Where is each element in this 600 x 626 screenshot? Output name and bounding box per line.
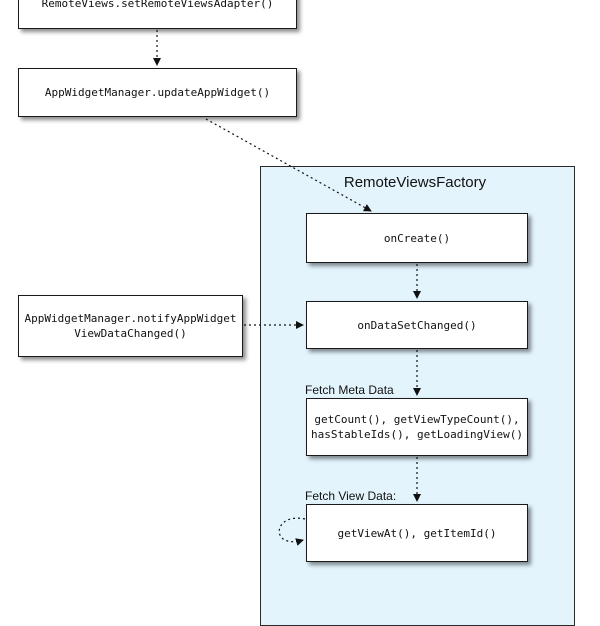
section-label-fetch-view-data: Fetch View Data: bbox=[305, 489, 397, 503]
edges-layer bbox=[153, 30, 421, 546]
section-label-fetch-meta-data: Fetch Meta Data bbox=[305, 383, 394, 397]
node-on-create: onCreate() bbox=[306, 213, 528, 263]
container-title: RemoteViewsFactory bbox=[343, 174, 487, 191]
node-meta-methods: getCount(), getViewTypeCount(), hasStabl… bbox=[306, 398, 528, 456]
node-view-methods: getViewAt(), getItemId() bbox=[306, 504, 528, 562]
node-update-app-widget: AppWidgetManager.updateAppWidget() bbox=[18, 68, 297, 117]
edge-update-to-on-create bbox=[205, 118, 372, 212]
node-set-remote-views-adapter: RemoteViews.setRemoteViewsAdapter() bbox=[18, 0, 297, 29]
node-on-data-set-changed: onDataSetChanged() bbox=[306, 301, 528, 349]
edge-view-self-loop bbox=[278, 517, 306, 546]
node-notify-data-changed: AppWidgetManager.notifyAppWidget ViewDat… bbox=[18, 295, 243, 357]
